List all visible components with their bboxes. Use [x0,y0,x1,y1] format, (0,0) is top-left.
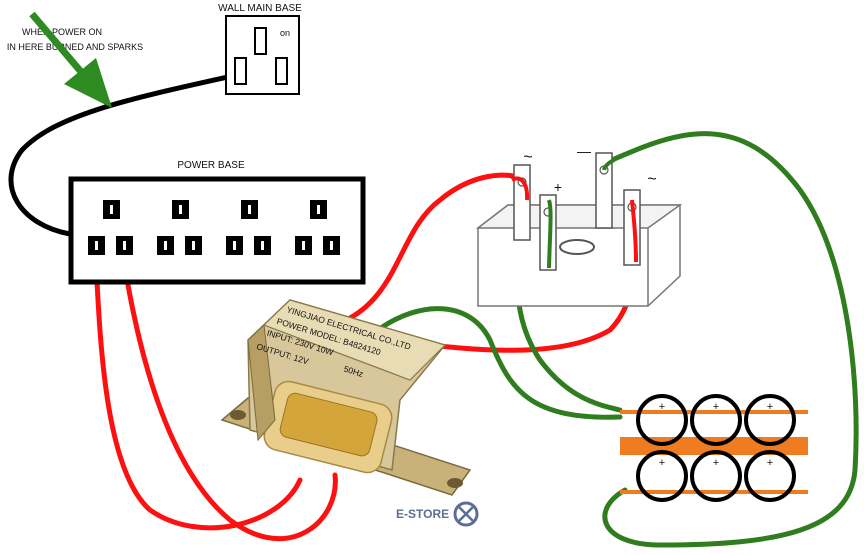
bridge-ac-left-label: ~ [523,149,532,166]
green-wire-plus-end [547,199,553,269]
green-wire-minus [602,131,859,548]
warning-arrow-head [64,58,112,108]
capacitor [744,394,796,446]
svg-text:+: + [767,401,773,413]
capacitor [690,394,742,446]
cap-strip-top [620,410,808,414]
capacitor [636,450,688,502]
capacitor-polarity-marks: + + + + + + [659,401,773,469]
red-wire-outlet-1 [93,259,303,531]
transformer [220,299,472,496]
red-wire-ac-left [347,172,530,321]
green-wire-transformer [375,306,623,420]
svg-text:E-STORE: E-STORE [396,507,449,521]
wall-base-label: WALL MAIN BASE [218,3,302,14]
mains-wire-black [8,65,271,237]
red-wire-outlet-2 [121,259,338,542]
red-wire-ac-left-end [510,176,530,201]
wall-on-label: on [280,28,290,38]
svg-text:+: + [713,401,719,413]
cap-strip-bottom [620,490,808,494]
svg-text:+: + [659,401,665,413]
bridge-ac-right-label: ~ [647,171,656,188]
warning-text-1: WHEN POWER ON [22,27,102,37]
green-wire-minus-end [602,158,615,171]
power-base-label: POWER BASE [177,160,245,171]
svg-text:+: + [713,457,719,469]
e-store-logo: E-STORE [396,501,479,527]
capacitor [690,450,742,502]
wall-slot-left [234,57,247,85]
capacitor [636,394,688,446]
capacitor [744,450,796,502]
wall-slot-top [254,27,267,55]
bridge-minus-label: — [577,143,591,159]
warning-text-2: IN HERE BURNED AND SPARKS [7,42,143,52]
warning-arrow-shaft [29,11,91,83]
capacitor-bank [620,394,808,502]
power-strip-socket-holes [95,205,333,250]
red-wire-ac-right-end [630,199,638,263]
power-strip [68,176,366,285]
svg-text:+: + [659,457,665,469]
bridge-plus-label: + [554,179,562,195]
svg-text:+: + [767,457,773,469]
wall-slot-right [275,57,288,85]
